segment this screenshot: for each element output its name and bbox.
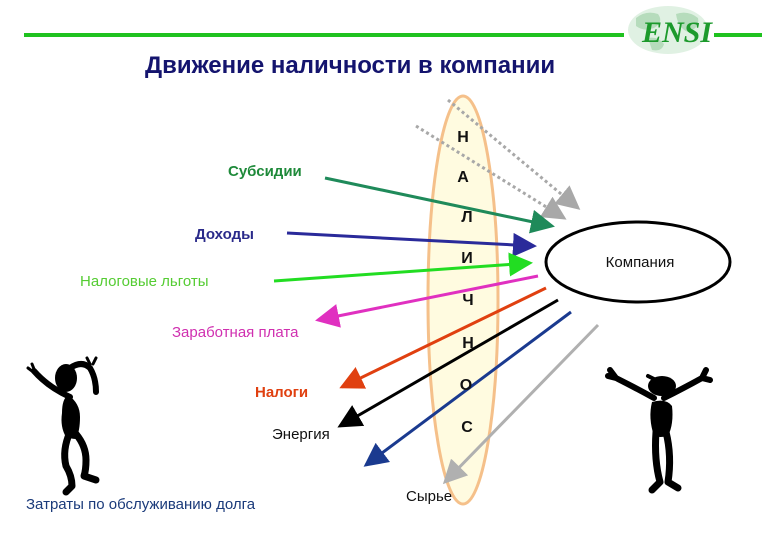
company-label: Компания [606,254,675,271]
page-title: Движение наличности в компании [145,52,555,79]
filter-letter-2: А [457,169,469,186]
filter-letter-8: С [461,419,473,436]
dotted-arrow-2 [415,124,567,220]
dotted-arrow-1 [447,98,581,210]
debt-service-arrow [363,310,572,467]
debt-service-label: Затраты по обслуживанию долга [26,496,256,513]
tax-relief-label: Налоговые льготы [80,273,209,290]
taxes-arrow [339,286,547,389]
company-node [544,220,732,304]
raw-materials-arrow [442,323,600,485]
stick-figure-left-icon [26,356,100,496]
salary-label: Заработная плата [172,324,299,341]
logo-text: ENSI [641,16,713,49]
filter-letter-7: О [460,377,472,394]
tax-relief-arrow [273,252,533,283]
filter-letter-1: Н [457,129,469,146]
revenue-label: Доходы [195,226,254,243]
energy-arrow [337,298,559,428]
filter-letter-5: Ч [462,292,473,309]
filter-letter-6: Н [462,335,474,352]
cash-filter-ellipse [426,94,500,506]
filter-letter-4: И [461,250,473,267]
salary-arrow [315,274,539,328]
ensi-logo: ENSI [628,6,713,54]
revenue-arrow [286,231,537,257]
subsidies-label: Субсидии [228,163,302,180]
taxes-label: Налоги [255,384,308,401]
energy-label: Энергия [272,426,330,443]
filter-letter-3: Л [461,209,472,226]
stick-figure-right-icon [605,367,713,494]
subsidies-arrow [324,176,555,234]
raw-materials-label: Сырье [406,488,452,505]
